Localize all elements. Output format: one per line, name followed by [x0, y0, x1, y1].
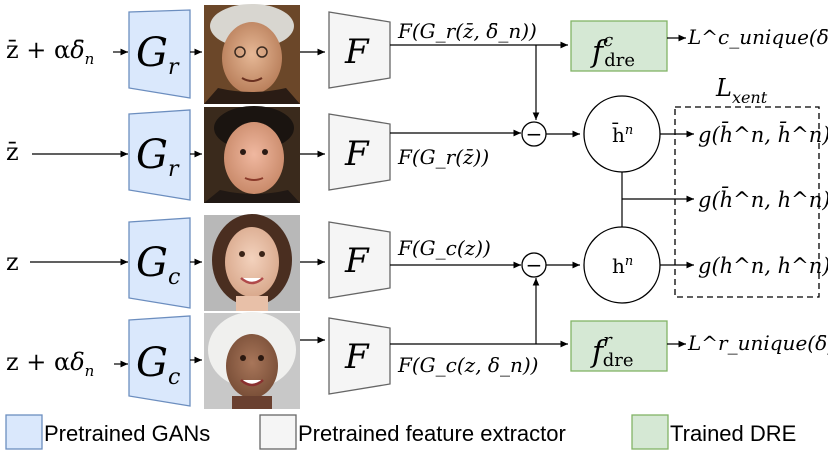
- h-node: hn: [583, 226, 661, 304]
- svg-text:−: −: [526, 253, 543, 277]
- gan-block-row-4: [128, 315, 191, 407]
- svg-text:−: −: [526, 122, 543, 146]
- gan-block-row-1: [128, 9, 191, 99]
- row-4: z + αδn Gc F F(G_c(z, δ_n)): [6, 312, 568, 409]
- legend-swatch-extractor: [259, 414, 297, 450]
- feature-extractor-row-2: [328, 113, 391, 191]
- extractor-row-1-symbol: F: [344, 32, 370, 72]
- row-2-input-label: z̄: [6, 138, 19, 166]
- output-1: g(h̄^n, h̄^n): [698, 121, 828, 147]
- legend-label-dre: Trained DRE: [670, 421, 796, 446]
- gan-row-2-symbol: Gr: [136, 132, 180, 182]
- minus-node-bottom: −: [521, 252, 547, 278]
- extractor-row-2-symbol: F: [344, 134, 370, 174]
- extractor-row-4-symbol: F: [344, 337, 370, 377]
- face-woman-white-hair-photo: [204, 312, 300, 409]
- feature-extractor-row-3: [328, 221, 391, 299]
- face-young-woman-photo: [204, 214, 300, 311]
- row-2-feature-label: F(G_r(z̄)): [397, 145, 489, 169]
- gan-block-row-3: [128, 217, 191, 309]
- svg-text:h̄n: h̄n: [612, 122, 633, 147]
- row-1: z̄ + αδ̄n Gr F F(G_r(z̄, δ̄_n)): [6, 4, 568, 104]
- xent-dashed-box: [674, 106, 820, 298]
- row-1-feature-label: F(G_r(z̄, δ̄_n)): [397, 19, 537, 43]
- svg-text:hn: hn: [612, 254, 633, 278]
- feature-extractor-row-4: [328, 317, 391, 395]
- legend-swatch-dre: [631, 414, 669, 450]
- row-3-feature-label: F(G_c(z)): [397, 236, 491, 260]
- face-elderly-man-painting: [204, 4, 300, 104]
- dre-bottom-output-label: L^r_unique(δ̄_n): [687, 331, 828, 355]
- row-2: z̄ Gr F F(G_r(z̄)): [6, 106, 521, 203]
- feature-extractor-row-1: [328, 11, 391, 89]
- gan-row-1-symbol: Gr: [136, 30, 180, 80]
- output-3: g(h^n, h^n): [698, 254, 828, 278]
- extractor-row-3-symbol: F: [344, 241, 370, 281]
- legend-swatch-gan: [5, 414, 43, 450]
- gan-row-4-symbol: Gc: [136, 340, 180, 390]
- row-3-input-label: z: [6, 248, 19, 276]
- legend-label-extractor: Pretrained feature extractor: [298, 421, 566, 446]
- hbar-node: h̄n: [583, 95, 661, 173]
- row-1-input-label: z̄ + αδ̄n: [6, 36, 94, 68]
- xent-label: Lxent: [715, 74, 768, 107]
- row-3: z Gc F F(G_c(z)): [6, 214, 521, 311]
- legend: Pretrained GANs Pretrained feature extra…: [5, 414, 796, 450]
- output-2: g(h̄^n, h^n): [698, 186, 828, 212]
- face-man-dark-hair-painting: [204, 106, 300, 203]
- gan-block-row-2: [128, 109, 191, 201]
- row-4-input-label: z + αδn: [6, 348, 94, 380]
- legend-label-gan: Pretrained GANs: [44, 421, 210, 446]
- gan-row-3-symbol: Gc: [136, 240, 180, 290]
- row-4-feature-label: F(G_c(z, δ_n)): [397, 353, 538, 377]
- minus-node-top: −: [521, 121, 547, 147]
- dre-top-output-label: L^c_unique(δ̄_n): [687, 25, 828, 49]
